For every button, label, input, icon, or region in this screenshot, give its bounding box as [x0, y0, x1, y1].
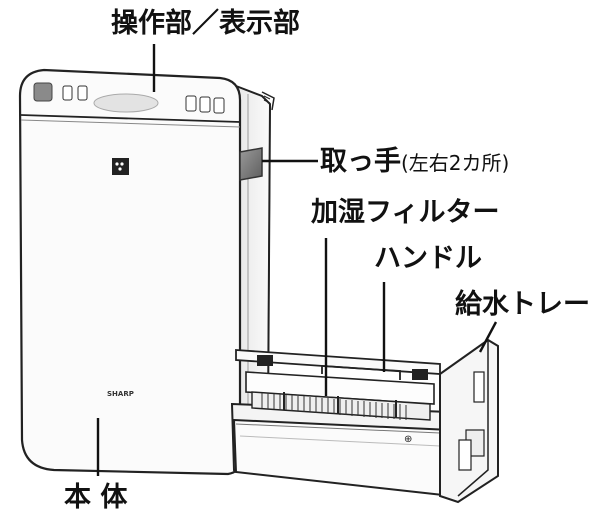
main-body [18, 68, 242, 476]
leader-lines [96, 44, 498, 476]
tray-right-tag-box [412, 369, 428, 380]
setting-button-2 [199, 96, 211, 113]
control-panel [33, 82, 225, 114]
display-window [93, 93, 159, 113]
label-handle: ハンドル [374, 243, 482, 274]
label-grip: 取っ手 [320, 146, 401, 177]
label-water-tray: 給水トレー [455, 289, 590, 320]
side-grip [239, 147, 263, 181]
power-button [33, 82, 53, 102]
mode-button-1 [62, 85, 73, 101]
tray-left-tag-box [257, 355, 273, 366]
label-grip-group: 取っ手(左右2カ所) [320, 148, 509, 175]
setting-button-3 [213, 97, 225, 114]
water-tray: ⊕ [230, 338, 499, 504]
plasmacluster-logo [112, 158, 129, 175]
filter-handle [321, 365, 401, 380]
humidifying-filter [245, 371, 435, 421]
leader-tray [478, 321, 498, 353]
label-grip-note: (左右2カ所) [401, 151, 510, 175]
setting-button-1 [185, 95, 197, 112]
label-humidifying-filter: 加湿フィルター [311, 197, 500, 228]
label-control-panel: 操作部／表示部 [111, 8, 300, 39]
tray-front-mark: ⊕ [404, 434, 412, 445]
label-main-body: 本 体 [64, 482, 128, 513]
brand-text: SHARP [107, 390, 134, 398]
mode-button-2 [77, 85, 88, 101]
